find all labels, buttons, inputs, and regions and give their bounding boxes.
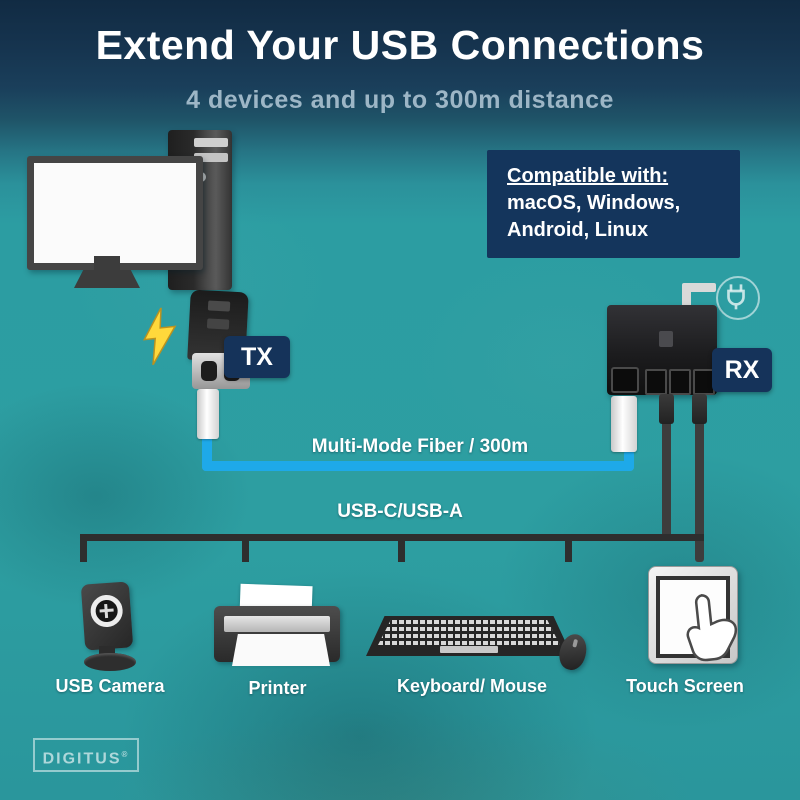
tx-vent [207, 300, 231, 312]
mouse-wheel [572, 638, 579, 648]
rx-usb-cable-2-connector [692, 394, 707, 424]
rx-fiber-port [611, 367, 639, 393]
usb-tree-horizontal-line [80, 534, 704, 541]
rx-usb-port [645, 369, 667, 395]
fiber-cable-horizontal-segment [202, 461, 634, 471]
rx-label-text: RX [724, 355, 760, 384]
tx-label-badge: TX [224, 336, 290, 378]
usb-tree-drop-mouse [565, 534, 572, 562]
rx-power-cord-vertical [682, 286, 691, 310]
rx-usb-cable-1 [662, 396, 671, 538]
printer-label: Printer [248, 678, 307, 698]
usb-tree-label: USB-C/USB-A [337, 501, 463, 522]
monitor-stand-base [74, 270, 140, 288]
usb-camera-body [80, 581, 134, 651]
compatibility-box: Compatible with: macOS, Windows, Android… [487, 150, 740, 258]
camera-lens-cross [99, 608, 114, 613]
compatibility-heading: Compatible with: [507, 165, 669, 187]
camera-lens-icon [89, 593, 124, 629]
usb-tree-drop-printer [242, 534, 249, 562]
monitor-stand-neck [94, 256, 120, 272]
tx-label-text: TX [241, 342, 273, 371]
tx-usb-slot [201, 361, 217, 381]
usb-camera-label: USB Camera [55, 676, 165, 696]
rx-fiber-connector [611, 396, 637, 452]
page-title: Extend Your USB Connections [95, 22, 705, 68]
brand-name: DIGITUS [42, 750, 122, 768]
registered-mark: ® [121, 750, 130, 759]
tower-vent-slat [194, 138, 228, 147]
fiber-cable-label: Multi-Mode Fiber / 300m [311, 436, 529, 457]
rx-usb-cable-1-connector [659, 394, 674, 424]
fiber-cable-right-segment [624, 450, 634, 471]
touch-hand-icon [686, 593, 738, 662]
usb-tree-drop-keyboard [398, 534, 405, 562]
keyboard-body [366, 616, 572, 656]
lightning-icon [142, 307, 177, 366]
printer-paper-front [232, 634, 330, 666]
printer-output-band [224, 616, 330, 632]
rx-unit-body [607, 305, 717, 395]
rx-power-cord-horizontal [682, 283, 716, 292]
rx-brand-mark [659, 331, 673, 347]
usb-tree-drop-camera [80, 534, 87, 562]
keyboard-spacebar [440, 646, 498, 653]
compatibility-line-2: Android, Linux [507, 219, 649, 241]
rx-label-badge: RX [712, 348, 772, 392]
rx-usb-port [669, 369, 691, 395]
usb-camera-base [84, 653, 136, 671]
rx-usb-cable-2 [695, 396, 704, 562]
brand-logo: DIGITUS® [33, 738, 139, 772]
keyboard-keys [378, 620, 560, 645]
page-subtitle: 4 devices and up to 300m distance [186, 86, 614, 114]
keyboard-mouse-label: Keyboard/ Mouse [396, 676, 548, 696]
compatibility-line-1: macOS, Windows, [507, 192, 681, 214]
tower-vent-slat [194, 153, 228, 162]
touch-screen-label: Touch Screen [626, 676, 744, 696]
tx-vent [206, 318, 230, 330]
tx-fiber-connector [197, 389, 219, 439]
power-plug-icon [716, 276, 760, 320]
monitor [27, 156, 203, 270]
fiber-cable-left-segment [202, 436, 212, 471]
